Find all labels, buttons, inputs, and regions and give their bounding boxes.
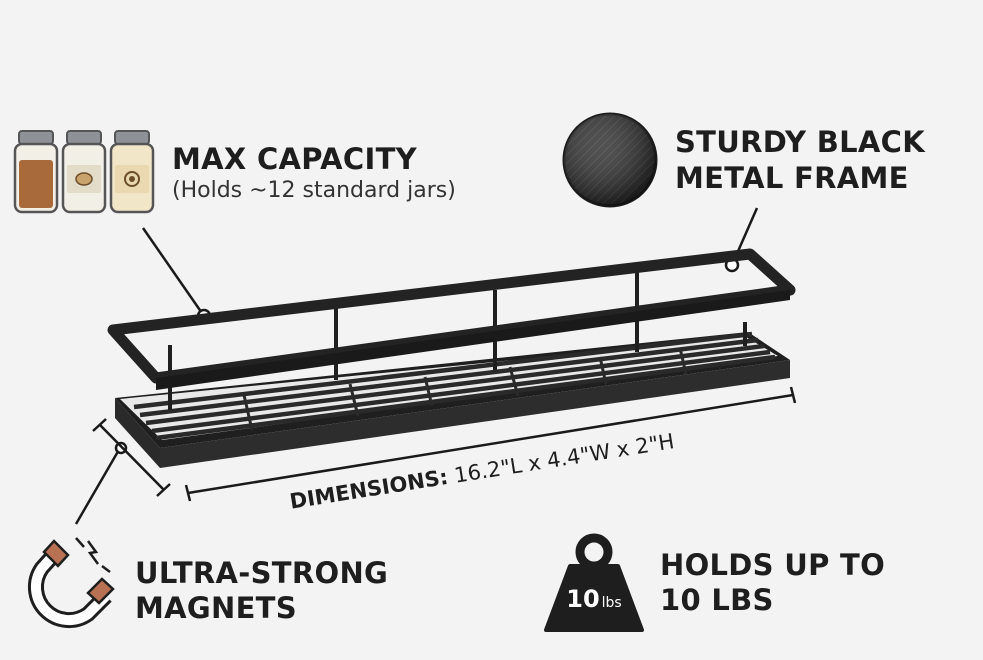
- dimension-lines: [92, 386, 797, 502]
- capacity-subtitle: (Holds ~12 standard jars): [172, 178, 456, 203]
- metal-ball-icon: [562, 112, 658, 208]
- weight-badge-unit: lbs: [601, 595, 622, 611]
- spice-jars-icon: [13, 130, 155, 214]
- magnets-title-line2: MAGNETS: [135, 591, 297, 625]
- weight-title-line2: 10 LBS: [660, 583, 774, 617]
- frame-title-line1: STURDY BLACK: [675, 125, 925, 159]
- weight-badge-number: 10: [566, 585, 600, 613]
- magnet-icon: [27, 537, 115, 629]
- spice-rack-shelf: [107, 248, 796, 468]
- weight-icon: [544, 533, 644, 632]
- capacity-title: MAX CAPACITY: [172, 142, 417, 176]
- weight-title-line1: HOLDS UP TO: [660, 548, 886, 582]
- magnets-title-line1: ULTRA-STRONG: [135, 556, 389, 590]
- frame-title-line2: METAL FRAME: [675, 161, 909, 195]
